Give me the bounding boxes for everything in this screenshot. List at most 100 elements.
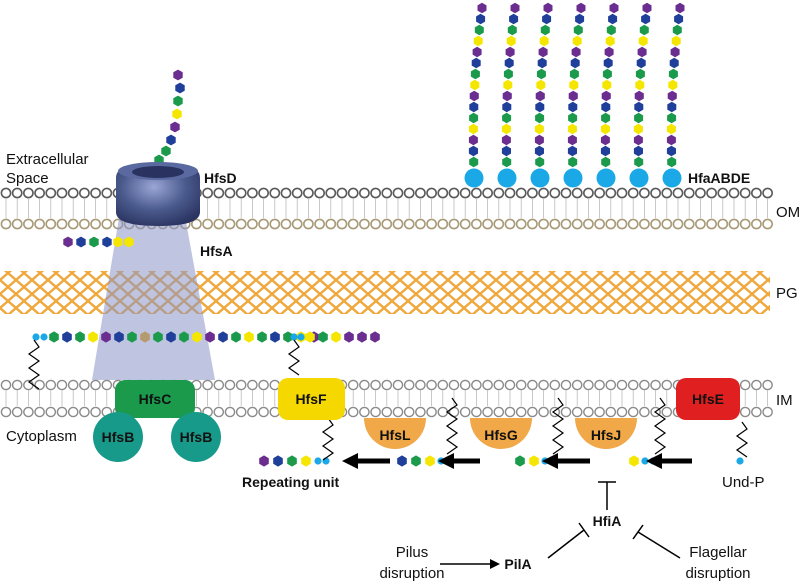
polysaccharide-sugar (468, 134, 478, 146)
im-lipid-head (381, 379, 393, 391)
im-lipid-head (0, 379, 12, 391)
polysaccharide-sugar (637, 46, 647, 58)
polysaccharide-sugar (534, 134, 544, 146)
polysaccharide-sugar (601, 112, 611, 124)
om-lipid-head (739, 218, 751, 230)
om-lipid-head (370, 218, 381, 230)
flagellar-label-line2: disruption (685, 565, 750, 582)
im-lipid-head (67, 406, 79, 418)
exported-sugar (173, 95, 183, 107)
polysaccharide-sugar (667, 101, 677, 113)
im-lipid-head (359, 406, 370, 418)
om-lipid-head (448, 218, 460, 230)
om-lipid-head (482, 218, 493, 230)
polysaccharide-sugar (634, 112, 644, 124)
im-lipid-head (11, 406, 23, 418)
im-lipid-head (403, 379, 415, 391)
om-lipid-head (45, 187, 57, 199)
und-p-label: Und-P (722, 474, 765, 491)
pilA-label: PilA (504, 556, 531, 572)
im-lipid-head (594, 406, 605, 418)
im-lipid-head (471, 379, 482, 391)
om-lipid-head (426, 218, 437, 230)
polysaccharide-sugar (502, 112, 512, 124)
om-lipid-head (459, 218, 471, 230)
im-lipid-head (224, 406, 236, 418)
intermediate-sugar (425, 455, 435, 467)
polysaccharide-sugar (668, 68, 678, 80)
om-lipid-head (79, 187, 90, 199)
im-lipid-head (213, 379, 225, 391)
polysaccharide-sugar (502, 156, 512, 168)
polysaccharide-sugar (667, 156, 677, 168)
om-lipid-head (235, 187, 247, 199)
polysaccharide-sugar (568, 112, 578, 124)
im-lipid-head (762, 406, 773, 418)
om-lipid-head (437, 187, 449, 199)
polysaccharide-sugar (543, 2, 553, 14)
pilA-arrowhead (490, 559, 500, 569)
repeat-sugar (318, 331, 328, 343)
im-lipid-head (392, 379, 404, 391)
im-label: IM (776, 392, 793, 409)
om-lipid-head (739, 187, 751, 199)
polysaccharide-sugar (606, 24, 616, 36)
polysaccharide-sugar (567, 134, 577, 146)
om-lipid-head (336, 187, 348, 199)
polysaccharide-sugar (641, 13, 651, 25)
im-lipid-head (437, 379, 449, 391)
polysaccharide-sugar (601, 101, 611, 113)
pilus-label-line2: disruption (379, 565, 444, 582)
polysaccharide-sugar (603, 57, 613, 69)
hfsA-bound-sugar (102, 236, 112, 248)
polysaccharide-sugar (539, 35, 549, 47)
im-lipid-head (527, 379, 538, 391)
im-lipid-head (459, 379, 471, 391)
im-lipid-head (415, 406, 426, 418)
lipid-linker (641, 457, 649, 465)
im-lipid-head (67, 379, 79, 391)
repeating-unit-sugar (287, 455, 297, 467)
im-lipid-head (549, 379, 561, 391)
om-lipid-head (751, 218, 762, 230)
polysaccharide-sugar (674, 13, 684, 25)
om-lipid-head (448, 187, 460, 199)
polysaccharide-sugar (572, 35, 582, 47)
polysaccharide-sugar (540, 24, 550, 36)
polysaccharide-sugar (477, 2, 487, 14)
polysaccharide-sugar (535, 112, 545, 124)
im-lipid-head (90, 379, 101, 391)
im-lipid-head (762, 379, 773, 391)
polymer-sugar (257, 331, 267, 343)
om-lipid-head (717, 187, 729, 199)
om-lipid-head (224, 187, 236, 199)
om-lipid-head (34, 187, 45, 199)
polysaccharide-sugar (675, 2, 685, 14)
im-lipid-head (403, 406, 415, 418)
im-lipid-head (751, 379, 762, 391)
om-lipid-head (639, 187, 650, 199)
om-lipid-head (672, 187, 684, 199)
im-lipid-head (448, 379, 460, 391)
im-lipid-head (571, 406, 583, 418)
om-lipid-head (414, 218, 426, 230)
om-lipid-head (493, 187, 505, 199)
om-lipid-head (728, 187, 740, 199)
polysaccharide-sugar (501, 123, 511, 135)
om-lipid-head (538, 218, 549, 230)
hfsC-label: HfsC (139, 391, 172, 407)
hfsD-barrel (116, 162, 200, 226)
im-lipid-head (56, 406, 68, 418)
hfaABDE-label: HfaABDE (688, 170, 750, 186)
polysaccharide-sugar (501, 134, 511, 146)
polysaccharide-sugar (635, 68, 645, 80)
om-lipid-head (560, 218, 572, 230)
polysaccharide-sugar (636, 57, 646, 69)
om-lipid-head (325, 218, 337, 230)
intermediate-sugar (411, 455, 421, 467)
polysaccharide-sugar (639, 24, 649, 36)
om-lipid-head (683, 218, 695, 230)
om-lipid-head (493, 218, 505, 230)
hfsL-label: HfsL (379, 427, 411, 443)
hfaABDE-anchor (596, 168, 616, 188)
